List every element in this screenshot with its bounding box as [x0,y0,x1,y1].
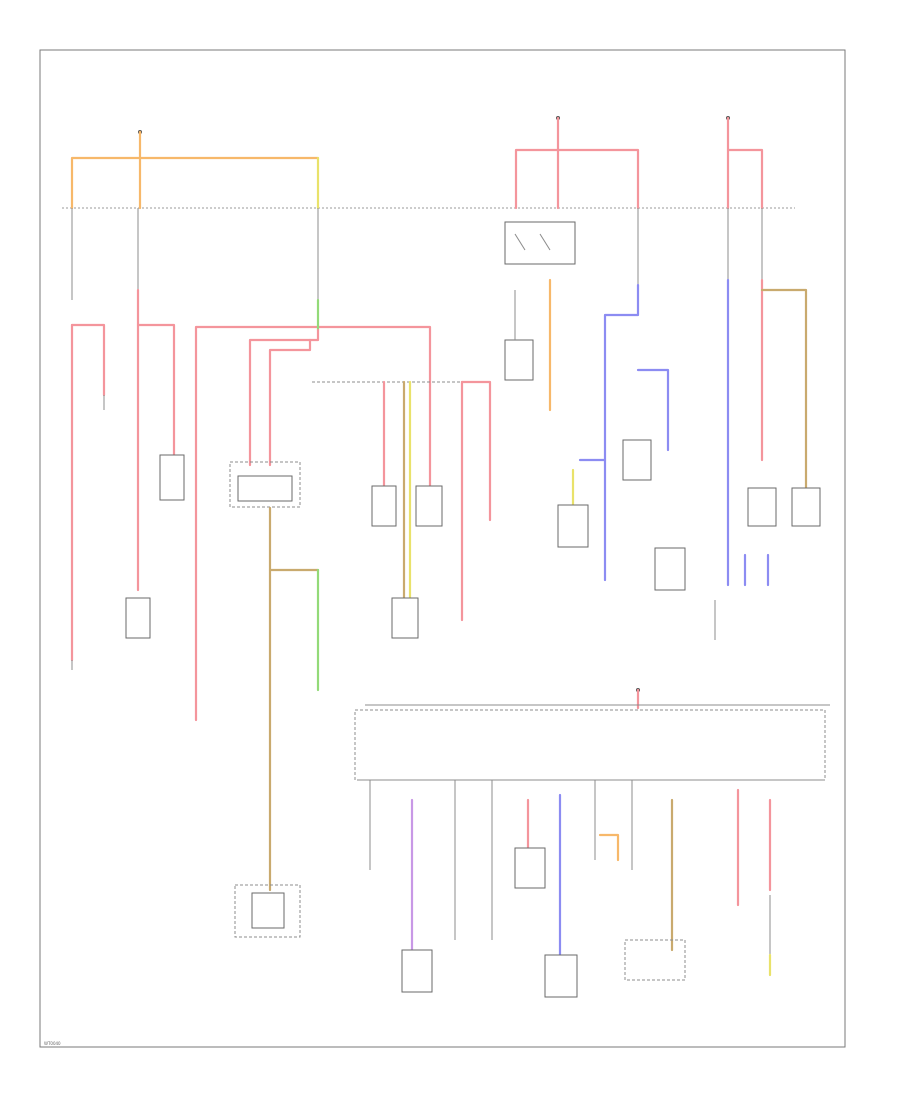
module-component [791,487,821,527]
module-box [624,939,686,981]
module-component [654,547,686,591]
module-component [622,439,652,481]
branch-col3 [194,298,432,938]
fuse-box [354,688,830,781]
fuse-box-outputs [369,780,772,998]
page-code: WT0040 [44,1041,61,1046]
branch-middle-modules [312,380,492,639]
relay-module-box [229,461,301,508]
control-unit-box [234,884,301,938]
fuse-block-outline [354,709,826,781]
module-component [415,485,443,527]
module-component [747,487,777,527]
module-component [504,339,534,381]
connector-block [159,454,185,501]
relay-box [504,221,576,265]
source-left-group [70,130,320,210]
module-component [391,597,419,639]
module-component [557,504,589,548]
fuse-group-left [71,208,319,300]
module-component [401,949,433,993]
source-center-group [504,116,686,591]
diagram-frame [39,49,846,1048]
relay-component [237,475,293,502]
module-component [514,847,546,889]
source-right-group [714,116,821,640]
control-unit-component [251,892,285,929]
module-component [371,485,397,527]
module-component [544,954,578,998]
branch-col1 [70,323,106,670]
branch-col2 [125,288,185,639]
connector-block [125,597,151,639]
